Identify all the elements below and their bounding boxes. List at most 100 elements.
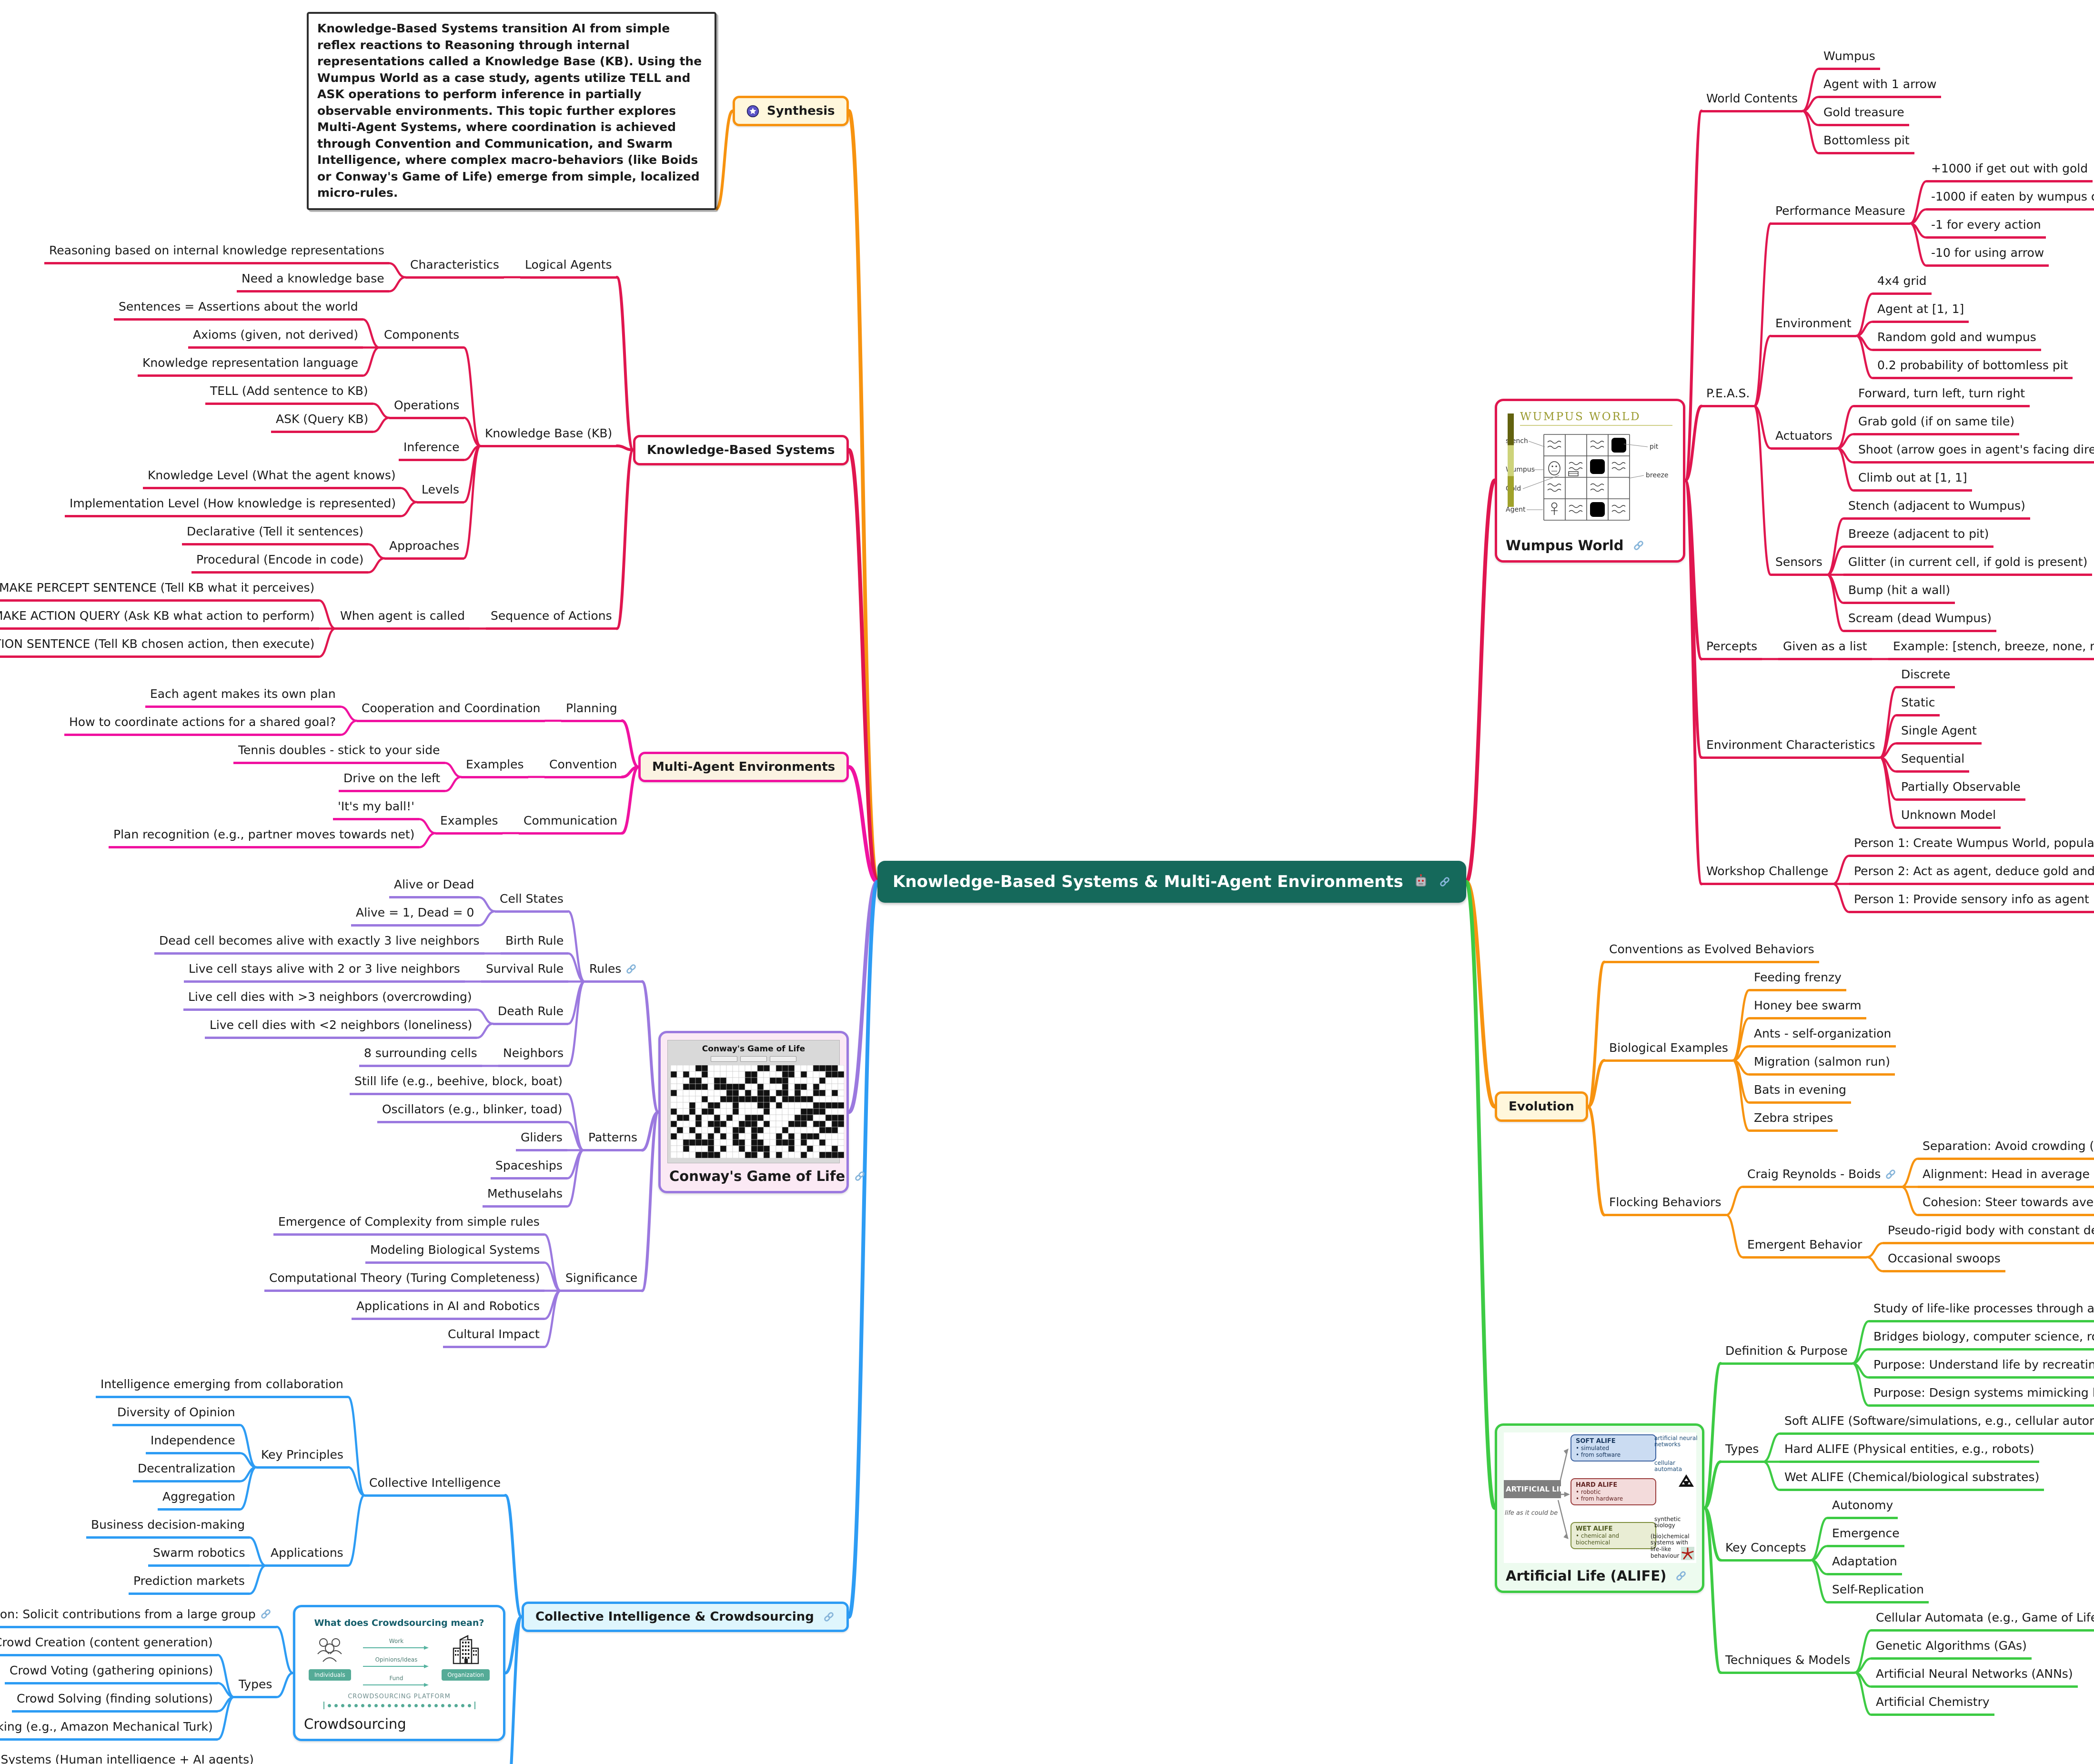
node-neighbors[interactable]: Neighbors: [498, 1045, 569, 1068]
node-study-of-life-like-processes-through-artificia[interactable]: Study of life-like processes through art…: [1869, 1300, 2094, 1323]
node-reasoning-based-on-internal-knowledge-represen[interactable]: Reasoning based on internal knowledge re…: [44, 242, 389, 265]
node-convention[interactable]: Convention: [544, 756, 622, 778]
node-cell-states[interactable]: Cell States: [495, 890, 568, 913]
node-techniques-models[interactable]: Techniques & Models: [1721, 1652, 1855, 1674]
node-each-agent-makes-its-own-plan[interactable]: Each agent makes its own plan: [145, 685, 341, 708]
node-knowledge-base-kb[interactable]: Knowledge Base (KB): [480, 425, 617, 447]
node-live-cell-stays-alive-with-2-or-3-live-neighbo[interactable]: Live cell stays alive with 2 or 3 live n…: [184, 960, 465, 983]
node-scream-dead-wumpus[interactable]: Scream (dead Wumpus): [1843, 610, 1997, 633]
node-business-decision-making[interactable]: Business decision-making: [86, 1516, 250, 1539]
node-shoot-arrow-goes-in-agent-s-facing-direction[interactable]: Shoot (arrow goes in agent's facing dire…: [1853, 441, 2094, 464]
node-discrete[interactable]: Discrete: [1896, 666, 1955, 689]
node-procedural-encode-in-code[interactable]: Procedural (Encode in code): [191, 551, 369, 574]
node-emergence[interactable]: Emergence: [1827, 1525, 1904, 1548]
node-make-action-query-ask-kb-what-action-to-perfor[interactable]: MAKE ACTION QUERY (Ask KB what action to…: [0, 607, 320, 630]
node-oscillators-e-g-blinker-toad[interactable]: Oscillators (e.g., blinker, toad): [377, 1101, 567, 1124]
node-person-1-create-wumpus-world-populate-it[interactable]: Person 1: Create Wumpus World, populate …: [1849, 835, 2094, 857]
node-autonomy[interactable]: Autonomy: [1827, 1497, 1898, 1520]
node-applications[interactable]: Applications: [266, 1544, 348, 1567]
node-multi-agent-environments[interactable]: Multi-Agent Environments: [638, 752, 849, 782]
node-cultural-impact[interactable]: Cultural Impact: [443, 1326, 544, 1349]
node-person-1-provide-sensory-info-as-agent-moves[interactable]: Person 1: Provide sensory info as agent …: [1849, 891, 2094, 914]
node-collective-intelligence[interactable]: Collective Intelligence: [364, 1474, 506, 1497]
node-sequence-of-actions[interactable]: Sequence of Actions: [486, 607, 617, 630]
node-approaches[interactable]: Approaches: [384, 537, 464, 560]
node-spaceships[interactable]: Spaceships: [491, 1157, 567, 1180]
node-cooperation-and-coordination[interactable]: Cooperation and Coordination: [357, 700, 545, 722]
node-drive-on-the-left[interactable]: Drive on the left: [339, 770, 445, 793]
node-characteristics[interactable]: Characteristics: [405, 256, 504, 279]
node-bridges-biology-computer-science-robotics[interactable]: Bridges biology, computer science, robot…: [1869, 1328, 2094, 1351]
node-key-principles[interactable]: Key Principles: [256, 1446, 348, 1469]
node-key-concepts[interactable]: Key Concepts: [1721, 1539, 1811, 1562]
node-need-a-knowledge-base[interactable]: Need a knowledge base: [237, 270, 389, 293]
node-glitter-in-current-cell-if-gold-is-present[interactable]: Glitter (in current cell, if gold is pre…: [1843, 554, 2093, 576]
node-artificial-neural-networks-anns[interactable]: Artificial Neural Networks (ANNs): [1871, 1665, 2078, 1688]
node-implementation-level-how-knowledge-is-represen[interactable]: Implementation Level (How knowledge is r…: [65, 495, 401, 518]
node-conventions-as-evolved-behaviors[interactable]: Conventions as Evolved Behaviors: [1604, 941, 1819, 964]
node-artificial-chemistry[interactable]: Artificial Chemistry: [1871, 1693, 1994, 1716]
node-static[interactable]: Static: [1896, 694, 1940, 717]
node-given-as-a-list[interactable]: Given as a list: [1778, 638, 1872, 661]
node-components[interactable]: Components: [379, 326, 464, 349]
node-flocking-behaviors[interactable]: Flocking Behaviors: [1604, 1194, 1726, 1217]
node-bottomless-pit[interactable]: Bottomless pit: [1819, 132, 1914, 155]
node-random-gold-and-wumpus[interactable]: Random gold and wumpus: [1873, 329, 2041, 352]
node-intelligence-emerging-from-collaboration[interactable]: Intelligence emerging from collaboration: [96, 1376, 348, 1399]
node-hard-alife-physical-entities-e-g-robots[interactable]: Hard ALIFE (Physical entities, e.g., rob…: [1780, 1441, 2039, 1463]
node-make-action-sentence-tell-kb-chosen-action-the[interactable]: MAKE ACTION SENTENCE (Tell KB chosen act…: [0, 635, 320, 658]
node-ants-self-organization[interactable]: Ants - self-organization: [1749, 1025, 1896, 1048]
node-definition-purpose[interactable]: Definition & Purpose: [1721, 1342, 1852, 1365]
node-rules[interactable]: Rules: [584, 960, 643, 983]
node-wet-alife-chemical-biological-substrates[interactable]: Wet ALIFE (Chemical/biological substrate…: [1780, 1469, 2044, 1492]
node-agent-with-1-arrow[interactable]: Agent with 1 arrow: [1819, 76, 1942, 99]
node-world-contents[interactable]: World Contents: [1701, 90, 1803, 112]
node-dead-cell-becomes-alive-with-exactly-3-live-ne[interactable]: Dead cell becomes alive with exactly 3 l…: [154, 932, 484, 955]
node-operations[interactable]: Operations: [389, 397, 464, 419]
node-partially-observable[interactable]: Partially Observable: [1896, 778, 2025, 801]
node-purpose-design-systems-mimicking-life-s-proper[interactable]: Purpose: Design systems mimicking life's…: [1869, 1384, 2094, 1407]
node-definition-solicit-contributions-from-a-large-[interactable]: Definition: Solicit contributions from a…: [0, 1606, 277, 1628]
node-types[interactable]: Types: [234, 1676, 277, 1699]
node-environment[interactable]: Environment: [1771, 315, 1856, 337]
node-planning[interactable]: Planning: [561, 700, 622, 722]
note-knowledge-based-systems-transition-ai-from-sim[interactable]: Knowledge-Based Systems transition AI fr…: [307, 12, 716, 210]
card-artificial-life-alife[interactable]: ARTIFICIAL LIFE (ALIFE)life as it could …: [1495, 1423, 1704, 1593]
node-birth-rule[interactable]: Birth Rule: [501, 932, 569, 955]
node-10-for-using-arrow[interactable]: -10 for using arrow: [1926, 244, 2049, 267]
node-collective-intelligence-crowdsourcing[interactable]: Collective Intelligence & Crowdsourcing: [522, 1602, 849, 1632]
node-feeding-frenzy[interactable]: Feeding frenzy: [1749, 969, 1846, 992]
node-self-replication[interactable]: Self-Replication: [1827, 1581, 1929, 1604]
node-performance-measure[interactable]: Performance Measure: [1771, 202, 1910, 225]
node-p-e-a-s[interactable]: P.E.A.S.: [1701, 385, 1755, 408]
node-example-stench-breeze-none-none-none[interactable]: Example: [stench, breeze, none, none, no…: [1888, 638, 2094, 661]
node-tell-add-sentence-to-kb[interactable]: TELL (Add sentence to KB): [205, 383, 373, 405]
node-zebra-stripes[interactable]: Zebra stripes: [1749, 1109, 1838, 1132]
node-plan-recognition-e-g-partner-moves-towards-net[interactable]: Plan recognition (e.g., partner moves to…: [109, 826, 420, 849]
node-patterns[interactable]: Patterns: [584, 1129, 642, 1152]
node-independence[interactable]: Independence: [146, 1432, 240, 1455]
node-alive-1-dead-0[interactable]: Alive = 1, Dead = 0: [351, 904, 479, 927]
node-0-2-probability-of-bottomless-pit[interactable]: 0.2 probability of bottomless pit: [1873, 357, 2073, 380]
node-examples[interactable]: Examples: [461, 756, 529, 778]
node-agent-at-1-1[interactable]: Agent at [1, 1]: [1873, 301, 1969, 323]
node-crowd-voting-gathering-opinions[interactable]: Crowd Voting (gathering opinions): [5, 1662, 218, 1684]
node-environment-characteristics[interactable]: Environment Characteristics: [1701, 736, 1880, 759]
node-alive-or-dead[interactable]: Alive or Dead: [389, 876, 479, 899]
node-percepts[interactable]: Percepts: [1701, 638, 1762, 661]
node-axioms-given-not-derived[interactable]: Axioms (given, not derived): [188, 326, 363, 349]
central-topic[interactable]: Knowledge-Based Systems & Multi-Agent En…: [877, 861, 1466, 903]
node-craig-reynolds-boids[interactable]: Craig Reynolds - Boids: [1742, 1166, 1902, 1189]
node-knowledge-representation-language[interactable]: Knowledge representation language: [138, 354, 363, 377]
node-forward-turn-left-turn-right[interactable]: Forward, turn left, turn right: [1853, 385, 2030, 408]
node-swarm-robotics[interactable]: Swarm robotics: [148, 1544, 250, 1567]
node-levels[interactable]: Levels: [417, 481, 464, 504]
node-communication[interactable]: Communication: [519, 812, 623, 835]
node-types[interactable]: Types: [1721, 1441, 1764, 1463]
node-aggregation[interactable]: Aggregation: [158, 1488, 241, 1511]
node-methuselahs[interactable]: Methuselahs: [483, 1185, 567, 1208]
node-ask-query-kb[interactable]: ASK (Query KB): [271, 411, 373, 433]
node-1000-if-get-out-with-gold[interactable]: +1000 if get out with gold: [1926, 160, 2093, 183]
node-microtasking-e-g-amazon-mechanical-turk[interactable]: Microtasking (e.g., Amazon Mechanical Tu…: [0, 1718, 218, 1741]
